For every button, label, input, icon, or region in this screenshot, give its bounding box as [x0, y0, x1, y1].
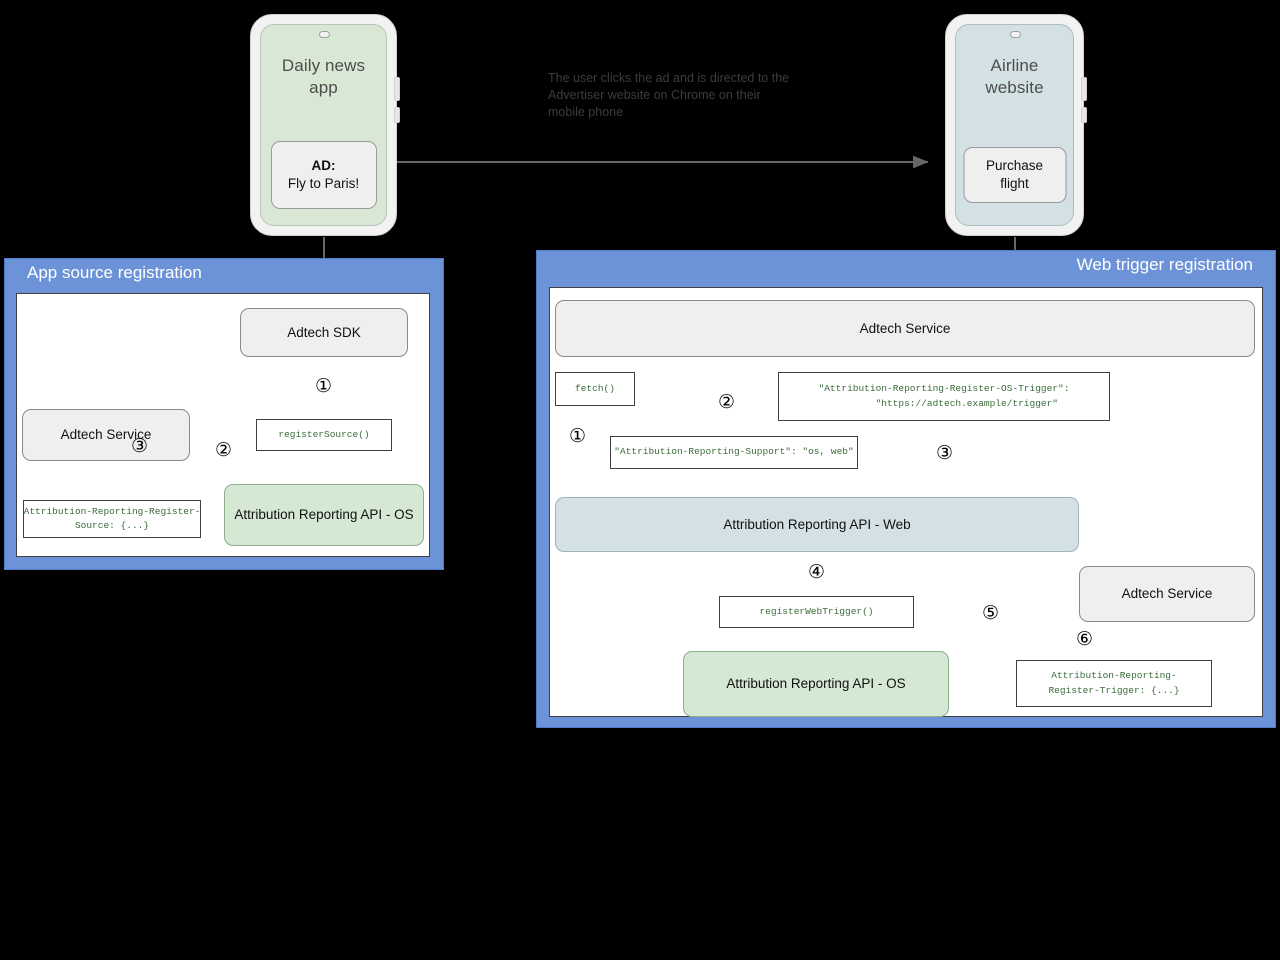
ad-label: AD:: [311, 157, 336, 173]
codebox-attribution-reporting-support: "Attribution-Reporting-Support": "os, we…: [610, 436, 858, 469]
step-marker-app-3: ③: [131, 435, 149, 457]
panel-title-web-trigger: Web trigger registration: [1076, 255, 1253, 274]
step-marker-app-2: ②: [215, 439, 233, 461]
node-adtech-service-web-bottom[interactable]: Adtech Service: [1079, 566, 1255, 622]
step-marker-web-5: ⑤: [982, 602, 1000, 624]
node-adtech-sdk[interactable]: Adtech SDK: [240, 308, 408, 357]
step-marker-web-3: ③: [936, 442, 954, 464]
step-marker-app-1: ①: [315, 375, 333, 397]
step-marker-web-1: ①: [569, 425, 587, 447]
phone-button-volume: [394, 77, 400, 101]
node-adtech-service-app[interactable]: Adtech Service: [22, 409, 190, 461]
node-attribution-reporting-api-os-web[interactable]: Attribution Reporting API - OS: [683, 651, 949, 717]
node-attribution-reporting-api-os-app[interactable]: Attribution Reporting API - OS: [224, 484, 424, 546]
ad-text: Fly to Paris!: [287, 176, 360, 191]
ad-card[interactable]: AD: Fly to Paris!: [270, 141, 377, 209]
codebox-fetch: fetch(): [555, 372, 635, 406]
step-marker-web-2: ②: [718, 391, 736, 413]
phone-button-volume: [1081, 77, 1087, 101]
codebox-register-source: registerSource(): [256, 419, 392, 451]
camera-icon: [1010, 31, 1021, 38]
codebox-register-web-trigger: registerWebTrigger(): [719, 596, 914, 628]
codebox-header-register-trigger: Attribution-Reporting- Register-Trigger:…: [1016, 660, 1212, 707]
codebox-register-os-trigger: "Attribution-Reporting-Register-OS-Trigg…: [778, 372, 1110, 421]
phone-button-power: [1081, 107, 1087, 123]
step-marker-web-6: ⑥: [1076, 628, 1094, 650]
node-adtech-service-web-top[interactable]: Adtech Service: [555, 300, 1255, 357]
phone-button-power: [394, 107, 400, 123]
flow-caption: The user clicks the ad and is directed t…: [548, 71, 790, 119]
step-marker-web-4: ④: [808, 561, 826, 583]
camera-icon: [319, 31, 330, 38]
node-attribution-reporting-api-web[interactable]: Attribution Reporting API - Web: [555, 497, 1079, 552]
codebox-header-register-source: Attribution-Reporting-Register- Source: …: [23, 500, 201, 538]
panel-title-app-source: App source registration: [27, 263, 202, 282]
